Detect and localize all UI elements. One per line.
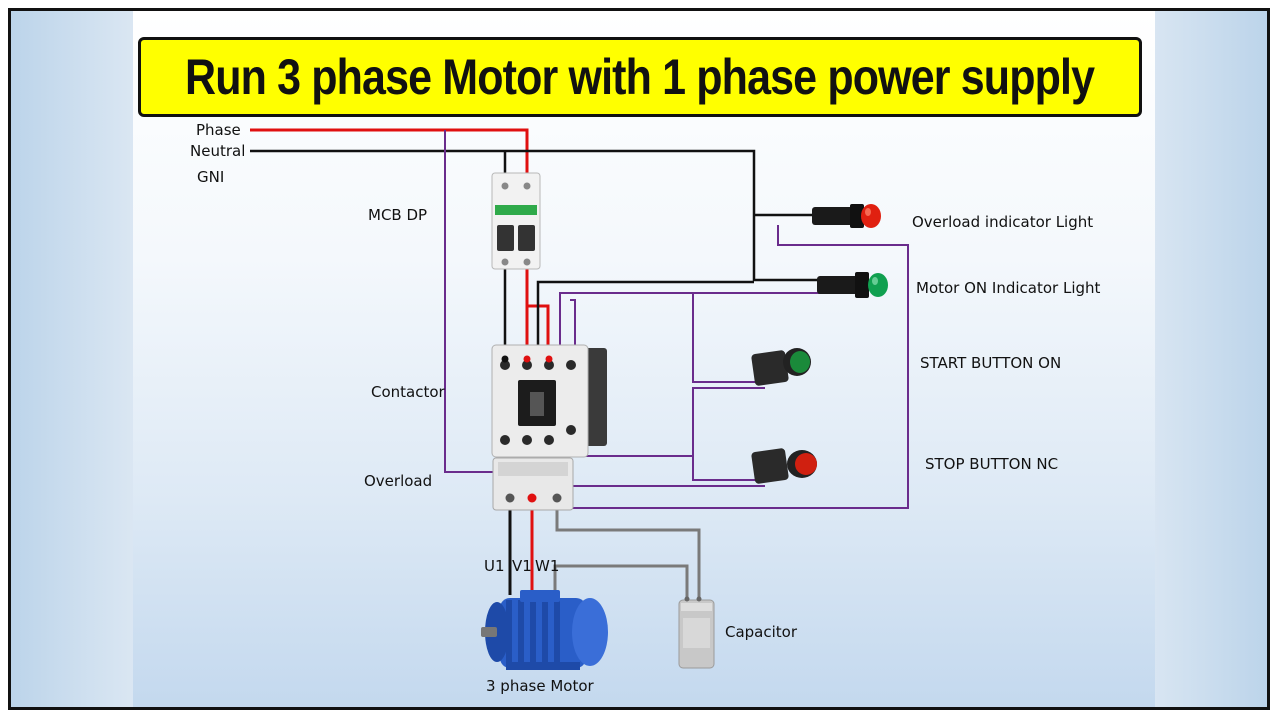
diagram-frame (8, 8, 1270, 710)
terminal-v1-label: V1 (512, 557, 532, 575)
three-phase-motor (481, 590, 608, 670)
overload-light-label: Overload indicator Light (912, 213, 1093, 231)
capacitor-wire-1 (555, 495, 701, 598)
control-wire-d (570, 299, 576, 345)
start-button (751, 348, 811, 386)
capacitor-label: Capacitor (725, 623, 798, 641)
contactor-label: Contactor (371, 383, 446, 401)
overload-indicator-light (812, 204, 881, 228)
contactor (491, 344, 607, 458)
neutral-label: Neutral (190, 142, 245, 160)
control-wire-f (692, 387, 765, 481)
stop-button-label: STOP BUTTON NC (925, 455, 1058, 473)
background-panel (133, 11, 1155, 707)
phase-label: Phase (196, 121, 241, 139)
capacitor (678, 596, 715, 669)
ground-label: GNI (197, 168, 224, 186)
stop-button (751, 448, 817, 484)
motor-label: 3 phase Motor (486, 677, 595, 695)
phase-wire (250, 128, 529, 190)
start-button-label: START BUTTON ON (920, 354, 1061, 372)
control-wire-b (559, 292, 830, 345)
page-title: Run 3 phase Motor with 1 phase power sup… (185, 49, 1095, 105)
control-wire-e (560, 225, 909, 509)
title-banner: Run 3 phase Motor with 1 phase power sup… (138, 37, 1142, 117)
motor-on-indicator-light (817, 272, 888, 298)
overload-relay (492, 457, 574, 511)
terminal-w1-label: W1 (535, 557, 559, 575)
capacitor-wire-2 (553, 564, 689, 598)
mcb-label: MCB DP (368, 206, 427, 224)
neutral-to-coil (536, 280, 754, 345)
motor-on-light-label: Motor ON Indicator Light (916, 279, 1101, 297)
overload-label: Overload (364, 472, 432, 490)
control-wire-a (444, 130, 506, 473)
mcb-breaker (491, 172, 541, 270)
terminal-u1-label: U1 (484, 557, 505, 575)
control-wire-c (692, 293, 765, 383)
